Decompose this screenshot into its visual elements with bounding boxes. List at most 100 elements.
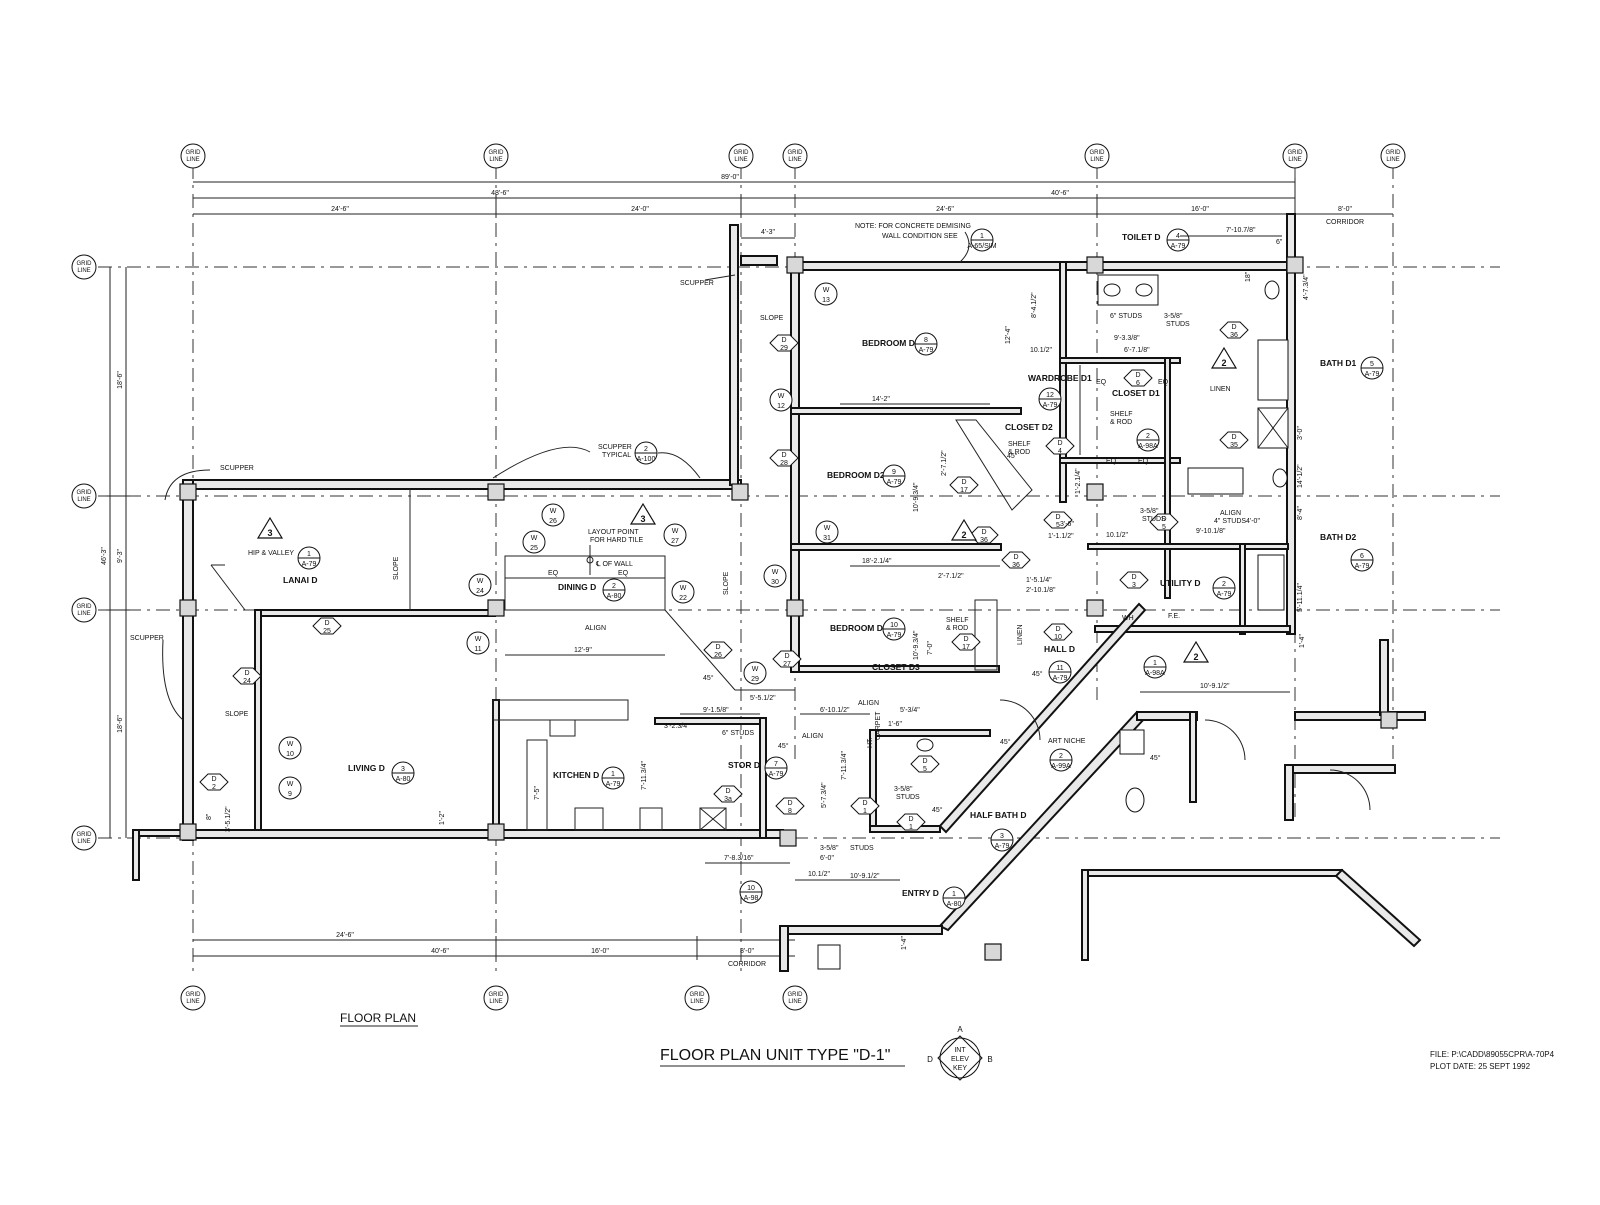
- d-tag: D28: [769, 449, 799, 467]
- svg-text:22: 22: [679, 595, 687, 602]
- studs-358-label-2: STUDS: [850, 845, 874, 852]
- svg-text:A-79: A-79: [769, 771, 784, 778]
- art-niche-label: ART NICHE: [1048, 738, 1086, 745]
- svg-text:13: 13: [822, 297, 830, 304]
- svg-text:3: 3: [401, 766, 405, 773]
- svg-text:1: 1: [1153, 660, 1157, 667]
- svg-text:9'-1.5/8": 9'-1.5/8": [703, 707, 729, 714]
- svg-text:30: 30: [771, 579, 779, 586]
- svg-text:9'-3.3/8": 9'-3.3/8": [1114, 335, 1140, 342]
- dim-16-0: 16'-0": [1191, 206, 1209, 213]
- interior-lines: [210, 274, 1371, 970]
- svg-text:24: 24: [476, 588, 484, 595]
- room-half-bath-d: HALF BATH D: [970, 810, 1027, 820]
- w-tag: W26: [541, 503, 565, 527]
- w-tags: W13 W12 W31 W26 W25 W27 W24 W22 W30 W11 …: [278, 282, 839, 800]
- slope-label: SLOPE: [760, 315, 784, 322]
- svg-text:2: 2: [612, 583, 616, 590]
- svg-text:D: D: [1057, 440, 1062, 447]
- dim-overall: 89'-0": [721, 174, 739, 181]
- d-tags: D29 D28 D36 D17 D4 D6 D36 D35 D5 D3 D5 D…: [199, 321, 1249, 831]
- deg-45-label: 45°: [1007, 452, 1018, 460]
- svg-text:A-99A: A-99A: [1051, 763, 1071, 770]
- svg-text:LINE: LINE: [186, 157, 199, 163]
- dim-48-6: 48'-6": [491, 190, 509, 197]
- page-title: FLOOR PLAN UNIT TYPE "D-1": [660, 1047, 890, 1064]
- d-tag: D8: [775, 797, 805, 815]
- svg-text:A-80: A-80: [607, 593, 622, 600]
- svg-text:LINE: LINE: [489, 999, 502, 1005]
- align-4-studs-label-2: 4" STUDS: [1214, 518, 1246, 525]
- w-tag: W9: [278, 776, 302, 800]
- svg-text:28: 28: [780, 460, 788, 467]
- svg-text:1'-2.1/4": 1'-2.1/4": [1075, 468, 1082, 494]
- svg-text:10: 10: [890, 622, 898, 629]
- eq-label: EQ: [1096, 379, 1107, 386]
- svg-text:2: 2: [1221, 358, 1226, 368]
- d-tag: D36: [969, 526, 999, 544]
- dim-bottom-16-0: 16'-0": [591, 948, 609, 955]
- svg-text:10'-9.1/2": 10'-9.1/2": [1200, 683, 1230, 690]
- walls: [132, 213, 1426, 972]
- revision-triangle: 2: [950, 518, 978, 541]
- eq-label: EQ: [1138, 458, 1149, 465]
- ref-bubble-bath-d2: 6A-79: [1350, 548, 1374, 572]
- fe-label: F.E.: [1168, 613, 1180, 620]
- svg-text:35: 35: [1230, 442, 1238, 449]
- svg-text:3: 3: [1132, 582, 1136, 589]
- svg-text:5'-3/4": 5'-3/4": [900, 707, 920, 714]
- svg-text:GRID: GRID: [734, 150, 750, 156]
- d-tag: D3: [1119, 571, 1149, 589]
- studs-358-label-2: STUDS: [1166, 321, 1190, 328]
- svg-text:26: 26: [549, 518, 557, 525]
- svg-text:D: D: [781, 452, 786, 459]
- svg-text:LINE: LINE: [77, 839, 90, 845]
- svg-text:A-79: A-79: [1355, 563, 1370, 570]
- svg-text:2: 2: [961, 530, 966, 540]
- ref-bubble-a98a: 1A-98A: [1143, 655, 1167, 679]
- svg-text:LINE: LINE: [734, 157, 747, 163]
- dim-24-0: 24'-0": [631, 206, 649, 213]
- svg-text:3'-6": 3'-6": [1060, 521, 1074, 528]
- svg-text:A-79: A-79: [887, 632, 902, 639]
- svg-text:LINE: LINE: [186, 999, 199, 1005]
- svg-text:7'-5": 7'-5": [534, 786, 541, 800]
- svg-text:12'-9": 12'-9": [574, 647, 592, 654]
- svg-text:14'-2": 14'-2": [872, 396, 890, 403]
- d-tag: D24: [232, 667, 262, 685]
- room-entry-d: ENTRY D: [902, 888, 939, 898]
- int-elev-key: A B D INT ELEV KEY: [927, 1025, 993, 1081]
- dim-bottom-8-0: 8'-0": [740, 948, 754, 955]
- ref-bubble-kitchen-d: 1A-79: [601, 766, 625, 790]
- svg-text:1'-5.1/4": 1'-5.1/4": [1026, 577, 1052, 584]
- svg-text:3: 3: [1000, 833, 1004, 840]
- ref-bubble-stor-d: 7A-79: [764, 756, 788, 780]
- svg-text:25: 25: [530, 545, 538, 552]
- dim-bottom-40-6: 40'-6": [431, 948, 449, 955]
- svg-text:D: D: [961, 479, 966, 486]
- shelf-rod-label-2: & ROD: [1008, 449, 1030, 456]
- svg-text:7'-10.7/8": 7'-10.7/8": [1226, 227, 1256, 234]
- svg-text:A-65/SIM: A-65/SIM: [967, 243, 996, 250]
- svg-text:17: 17: [962, 644, 970, 651]
- svg-text:5'-5.1/2": 5'-5.1/2": [750, 695, 776, 702]
- note-line-2: WALL CONDITION SEE: [882, 233, 958, 240]
- svg-text:GRID: GRID: [690, 992, 706, 998]
- dim-8-0: 8'-0": [1338, 206, 1352, 213]
- svg-text:5'-7.3/4": 5'-7.3/4": [821, 782, 828, 808]
- d-tag: D5: [1149, 513, 1179, 531]
- room-bedroom-d3: BEDROOM D3: [830, 623, 888, 633]
- svg-text:GRID: GRID: [1090, 150, 1106, 156]
- d-tag: D27: [772, 650, 802, 668]
- w-tag: W12: [769, 388, 793, 412]
- svg-text:A-98: A-98: [744, 895, 759, 902]
- svg-text:D: D: [324, 620, 329, 627]
- svg-text:A-79: A-79: [1171, 243, 1186, 250]
- interior-dimensions: 7'-10.7/8" 6" 18" 4'-7.3/4" 12'-4" 8'-4.…: [206, 227, 1310, 950]
- svg-text:9: 9: [892, 469, 896, 476]
